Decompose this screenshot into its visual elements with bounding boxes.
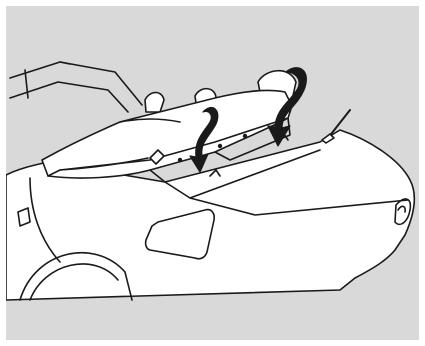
windshield-frame [10,62,142,112]
